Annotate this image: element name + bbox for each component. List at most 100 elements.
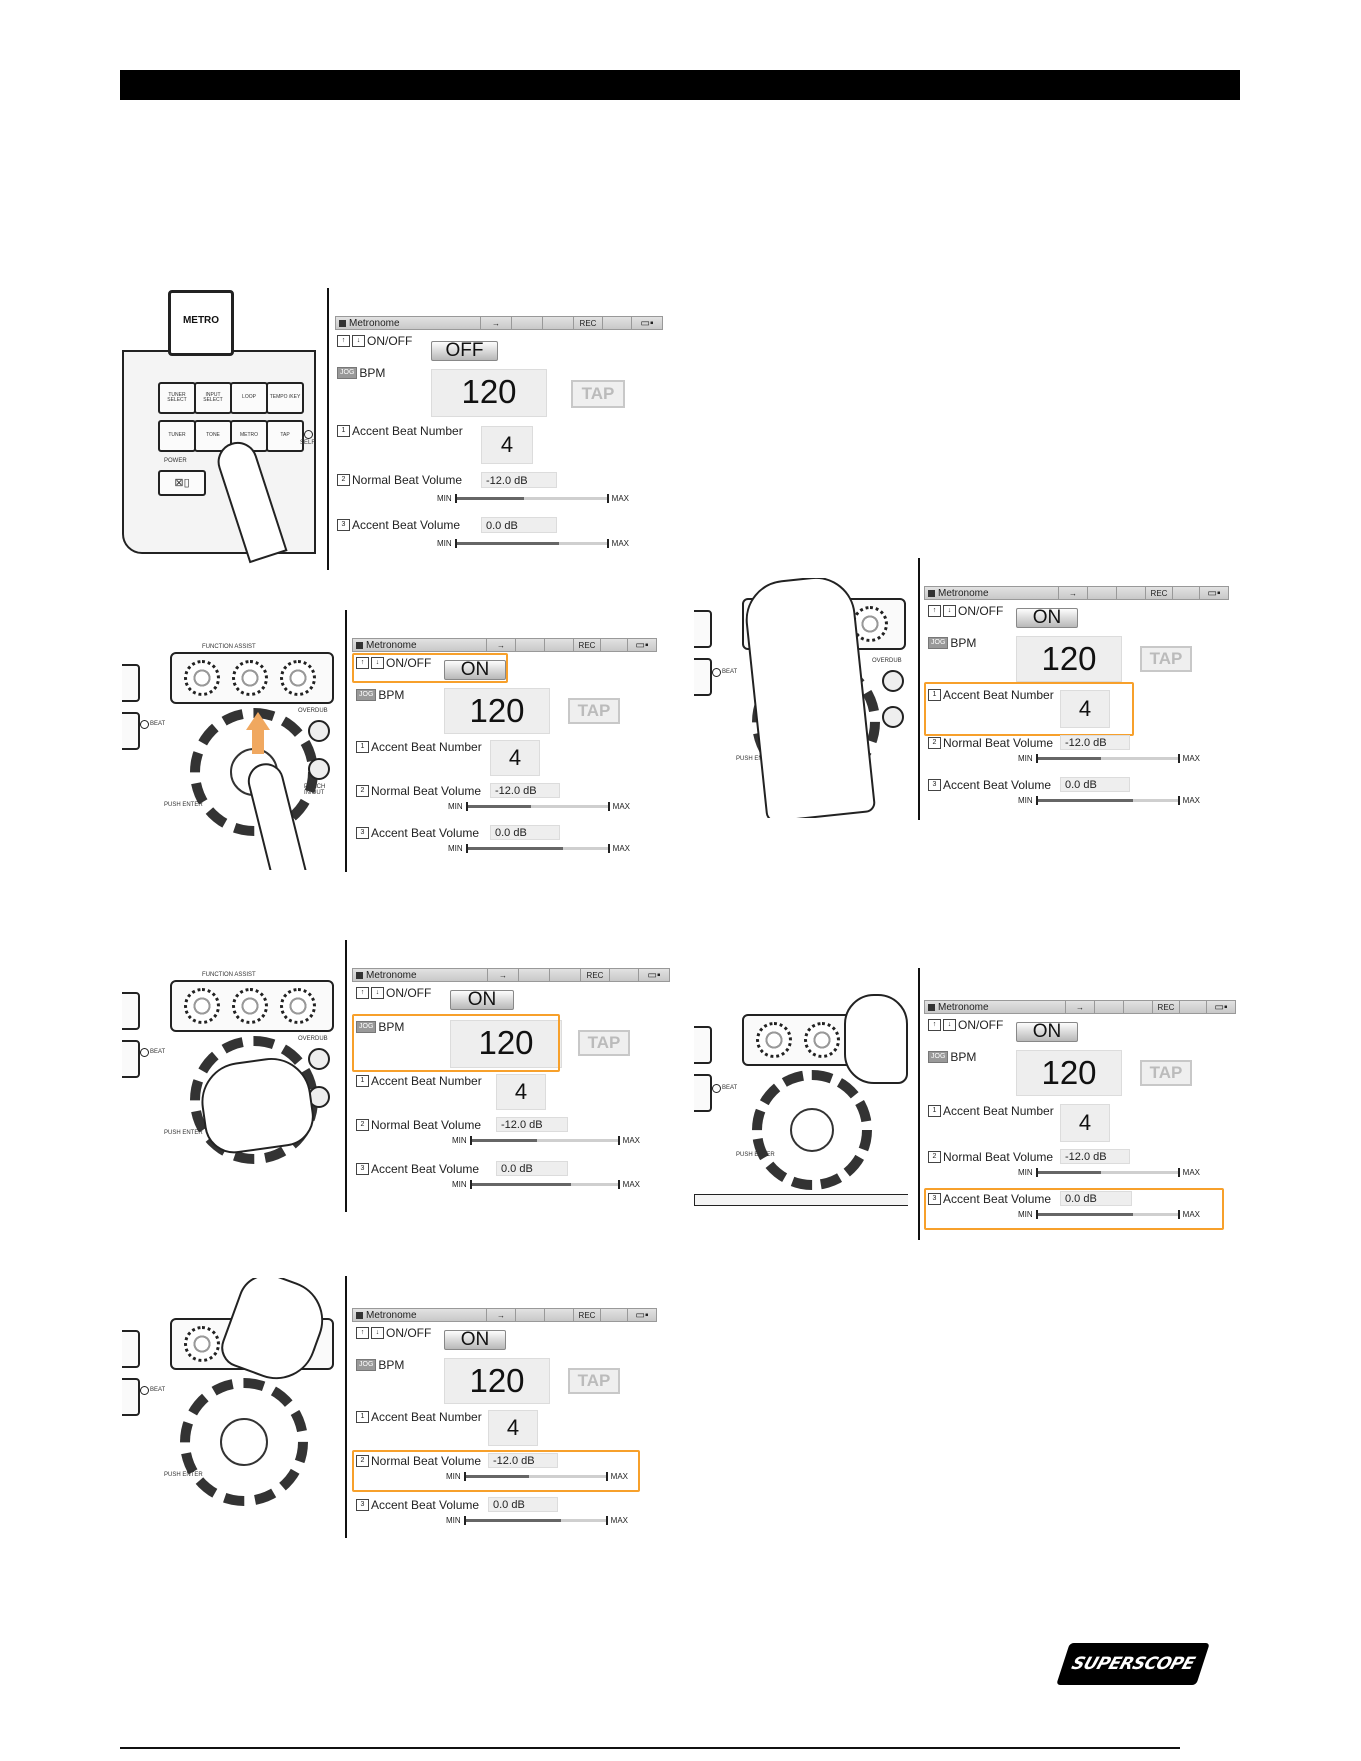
- normal-volume-value[interactable]: -12.0 dB: [488, 1453, 558, 1468]
- jog-wheel[interactable]: [752, 1070, 872, 1190]
- bpm-value[interactable]: 120: [431, 369, 547, 417]
- onoff-toggle[interactable]: ON: [444, 660, 506, 680]
- min-label: MIN: [452, 1136, 467, 1145]
- accent-number-value[interactable]: 4: [1060, 1104, 1110, 1142]
- slider-track[interactable]: [454, 494, 609, 503]
- power-switch[interactable]: ⊠▯: [158, 470, 206, 496]
- tone-button[interactable]: TONE: [194, 420, 232, 452]
- normal-volume-value[interactable]: -12.0 dB: [496, 1117, 568, 1132]
- slider-track[interactable]: [1035, 1210, 1180, 1219]
- slider-fill: [465, 1519, 561, 1522]
- punch-button[interactable]: [308, 758, 330, 780]
- normal-volume-value[interactable]: -12.0 dB: [1060, 1149, 1130, 1164]
- bpm-value[interactable]: 120: [444, 1358, 550, 1404]
- tuner-button[interactable]: TUNER: [158, 420, 196, 452]
- status-cell: [1094, 1001, 1123, 1013]
- side-button-upper[interactable]: [122, 992, 140, 1030]
- input-select-button[interactable]: INPUT SELECT: [194, 382, 232, 414]
- bpm-value[interactable]: 120: [450, 1020, 562, 1068]
- bpm-value[interactable]: 120: [1016, 636, 1122, 682]
- accent-volume-value[interactable]: 0.0 dB: [488, 1497, 558, 1512]
- slider-track[interactable]: [465, 844, 610, 853]
- overdub-button[interactable]: [308, 720, 330, 742]
- normal-volume-value[interactable]: -12.0 dB: [490, 783, 560, 798]
- knob-2[interactable]: [232, 988, 268, 1024]
- knob-1[interactable]: [184, 1326, 220, 1362]
- side-button-lower[interactable]: [694, 658, 712, 696]
- knob-1[interactable]: [184, 988, 220, 1024]
- onoff-toggle[interactable]: ON: [1016, 608, 1078, 628]
- tuner-select-button[interactable]: TUNER SELECT: [158, 382, 196, 414]
- accent-number-value[interactable]: 4: [1060, 690, 1110, 728]
- side-button-lower[interactable]: [694, 1074, 712, 1112]
- normal-volume-value[interactable]: -12.0 dB: [481, 472, 557, 488]
- slider-track[interactable]: [465, 802, 610, 811]
- bpm-value[interactable]: 120: [1016, 1050, 1122, 1096]
- accent-volume-value[interactable]: 0.0 dB: [1060, 1191, 1132, 1206]
- slider-track[interactable]: [463, 1516, 608, 1525]
- normal-volume-value[interactable]: -12.0 dB: [1060, 735, 1130, 750]
- loop-button[interactable]: LOOP: [230, 382, 268, 414]
- punch-button[interactable]: [882, 706, 904, 728]
- knob-1[interactable]: [184, 660, 220, 696]
- slider-track[interactable]: [463, 1472, 608, 1481]
- tap-button[interactable]: TAP: [568, 1368, 620, 1394]
- knob-2[interactable]: [804, 1022, 840, 1058]
- tap-button[interactable]: TAP: [568, 698, 620, 724]
- accent-number-value[interactable]: 4: [481, 426, 533, 464]
- side-button-upper[interactable]: [122, 1330, 140, 1368]
- accent-volume-value[interactable]: 0.0 dB: [481, 517, 557, 533]
- onoff-toggle[interactable]: OFF: [431, 341, 498, 361]
- accent-number-value[interactable]: 4: [490, 740, 540, 776]
- onoff-toggle[interactable]: ON: [1016, 1022, 1078, 1042]
- onoff-toggle[interactable]: ON: [444, 1330, 506, 1350]
- slider-track[interactable]: [1035, 796, 1180, 805]
- side-button-upper[interactable]: [694, 610, 712, 648]
- slider-track[interactable]: [1035, 754, 1180, 763]
- side-button-lower[interactable]: [122, 712, 140, 750]
- side-button-upper[interactable]: [694, 1026, 712, 1064]
- tempo-key-button[interactable]: TEMPO /KEY: [266, 382, 304, 414]
- accent-volume-value[interactable]: 0.0 dB: [490, 825, 560, 840]
- tap-button[interactable]: TAP: [571, 380, 625, 408]
- tap-button[interactable]: TAP: [578, 1030, 630, 1056]
- tap-button[interactable]: TAP: [266, 420, 304, 452]
- knob-2[interactable]: [232, 660, 268, 696]
- accent-volume-value[interactable]: 0.0 dB: [496, 1161, 568, 1176]
- knob-3[interactable]: [280, 660, 316, 696]
- overdub-button[interactable]: [882, 670, 904, 692]
- accent-number-value[interactable]: 4: [496, 1074, 546, 1110]
- up-key-icon: ↑: [337, 335, 350, 347]
- accent-number-value[interactable]: 4: [488, 1410, 538, 1446]
- slider-track[interactable]: [469, 1136, 620, 1145]
- push-enter-button[interactable]: [220, 1418, 268, 1466]
- side-button-lower[interactable]: [122, 1040, 140, 1078]
- push-enter-button[interactable]: [790, 1108, 834, 1152]
- bpm-value[interactable]: 120: [444, 688, 550, 734]
- knob-1[interactable]: [756, 1022, 792, 1058]
- onoff-toggle[interactable]: ON: [450, 990, 514, 1010]
- side-button-lower[interactable]: [122, 1378, 140, 1416]
- side-button-upper[interactable]: [122, 664, 140, 702]
- key-1-icon: 1: [928, 1105, 941, 1117]
- slider-track[interactable]: [454, 539, 609, 548]
- slider-track[interactable]: [469, 1180, 620, 1189]
- accent-volume-value[interactable]: 0.0 dB: [1060, 777, 1130, 792]
- knob-3[interactable]: [280, 988, 316, 1024]
- slider-track[interactable]: [1035, 1168, 1180, 1177]
- tap-button[interactable]: TAP: [1140, 1060, 1192, 1086]
- overdub-button[interactable]: [308, 1048, 330, 1070]
- tap-button[interactable]: TAP: [1140, 646, 1192, 672]
